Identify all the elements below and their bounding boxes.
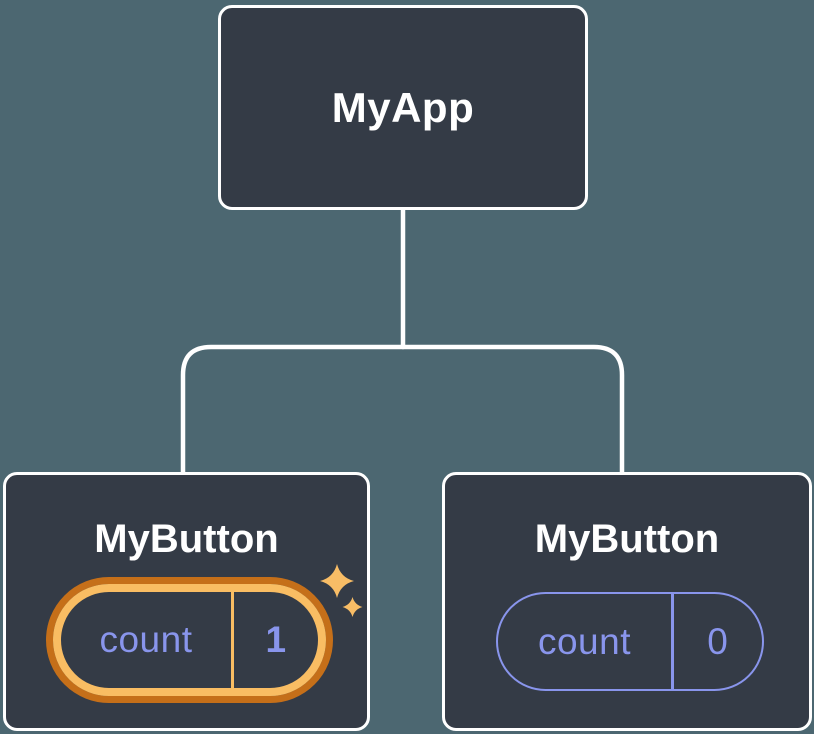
tree-node-root: MyApp <box>218 5 588 210</box>
root-node-label: MyApp <box>331 83 475 131</box>
child-node-label: MyButton <box>534 517 720 561</box>
tree-node-mybutton-unchanged: MyButton count 0 <box>442 472 812 731</box>
state-badge: count 0 <box>496 592 764 691</box>
state-badge-divider <box>671 594 674 689</box>
state-name-label: count <box>99 619 193 660</box>
state-badge-highlighted: count 1 <box>46 577 333 703</box>
state-value-cell: 0 <box>674 594 763 689</box>
state-name-cell: count <box>61 592 231 688</box>
tree-node-mybutton-updated: MyButton count 1 <box>3 472 370 731</box>
state-badge-divider <box>231 592 234 688</box>
state-value-label: 0 <box>707 620 729 662</box>
state-value-label: 1 <box>265 619 287 660</box>
state-name-cell: count <box>498 594 671 689</box>
connector-bracket <box>180 344 625 475</box>
state-name-label: count <box>537 620 631 662</box>
state-badge-inner-ring: count 1 <box>53 584 326 696</box>
state-value-cell: 1 <box>234 592 318 688</box>
child-node-label: MyButton <box>94 517 279 561</box>
